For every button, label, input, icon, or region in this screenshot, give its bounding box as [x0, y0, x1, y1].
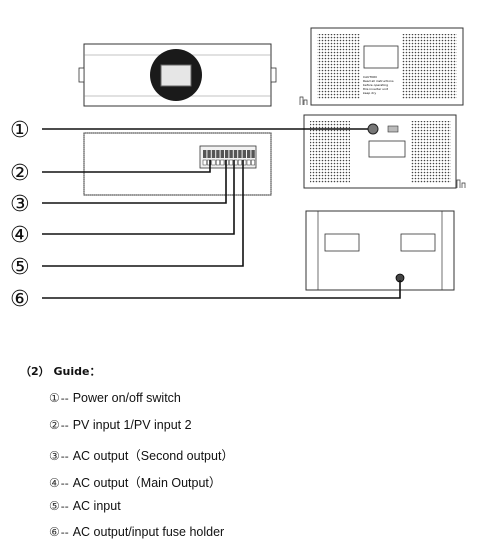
terminal-screw	[242, 150, 246, 158]
terminal-slot	[220, 159, 225, 166]
callout-6: ⑥	[10, 287, 30, 312]
guide-item-number: ②	[49, 418, 60, 432]
terminal-screw	[207, 150, 211, 158]
terminal-slot	[251, 159, 256, 166]
guide-item-number: ①	[49, 391, 60, 405]
terminal-slot	[229, 159, 234, 166]
terminal-screw	[220, 150, 224, 158]
guide-item-dash: --	[60, 500, 69, 513]
bottom-view-terminals	[83, 132, 272, 196]
callout-2: ②	[10, 161, 30, 186]
guide-item-number: ④	[49, 476, 60, 490]
side-view-top: CAUTION Read all instructions before ope…	[299, 27, 464, 106]
guide-item-label: AC output（Second output）	[72, 449, 234, 463]
guide-item-label: AC input	[72, 499, 121, 513]
terminal-screw	[216, 150, 220, 158]
svg-text:Read all instructions: Read all instructions	[363, 79, 394, 83]
guide-item-number: ⑥	[49, 525, 60, 539]
guide-item-label: AC output/input fuse holder	[72, 525, 225, 539]
terminal-slot	[202, 159, 207, 166]
front-view	[78, 43, 277, 107]
guide-item-label: PV input 1/PV input 2	[72, 418, 192, 432]
svg-text:CAUTION: CAUTION	[363, 75, 377, 79]
guide-item-ac-output-main: ④--AC output（Main Output）	[49, 472, 221, 491]
guide-item-dash: --	[60, 419, 69, 432]
caution-label: CAUTION Read all instructions before ope…	[363, 75, 394, 95]
leader-lines	[42, 128, 401, 299]
guide-title: （2） Guide：	[20, 365, 101, 378]
guide-item-label: Power on/off switch	[72, 391, 181, 405]
guide-item-dash: --	[60, 450, 69, 463]
terminal-screw	[251, 150, 255, 158]
lcd-screen	[160, 64, 192, 87]
callout-5: ⑤	[10, 255, 30, 280]
side-view-switch	[303, 114, 466, 189]
guide-item-ac-output-second: ③--AC output（Second output）	[49, 445, 234, 464]
guide-item-number: ⑤	[49, 499, 60, 513]
guide-item-pv-input: ②--PV input 1/PV input 2	[49, 418, 192, 432]
guide-item-dash: --	[60, 392, 69, 405]
terminal-screw	[229, 150, 233, 158]
terminal-slot	[211, 159, 216, 166]
terminal-screw	[203, 150, 207, 158]
terminal-slot	[215, 159, 220, 166]
svg-text:this inverter unit: this inverter unit	[363, 87, 389, 91]
terminal-screw	[238, 150, 242, 158]
terminal-slot	[246, 159, 251, 166]
terminal-screw	[247, 150, 251, 158]
guide-item-ac-input: ⑤--AC input	[49, 499, 121, 513]
guide-item-power-switch: ①--Power on/off switch	[49, 391, 181, 405]
svg-text:keep dry: keep dry	[363, 91, 376, 95]
callout-4: ④	[10, 223, 30, 248]
callout-3: ③	[10, 192, 30, 217]
terminal-screw	[233, 150, 238, 158]
terminal-screw	[225, 150, 229, 158]
guide-item-number: ③	[49, 449, 60, 463]
guide-item-dash: --	[60, 477, 69, 490]
callout-numbers: ① ② ③ ④ ⑤ ⑥	[10, 118, 30, 312]
guide-item-label: AC output（Main Output）	[72, 476, 222, 490]
guide-item-dash: --	[60, 526, 69, 539]
svg-text:before operating: before operating	[363, 83, 388, 87]
callout-1: ①	[10, 118, 30, 143]
guide-item-fuse-holder: ⑥--AC output/input fuse holder	[49, 525, 224, 539]
terminal-slot	[237, 159, 242, 166]
terminal-screw	[211, 150, 216, 158]
inverter-diagram: CAUTION Read all instructions before ope…	[10, 27, 466, 312]
side-view-fuse	[305, 210, 455, 291]
power-switch	[367, 123, 379, 135]
